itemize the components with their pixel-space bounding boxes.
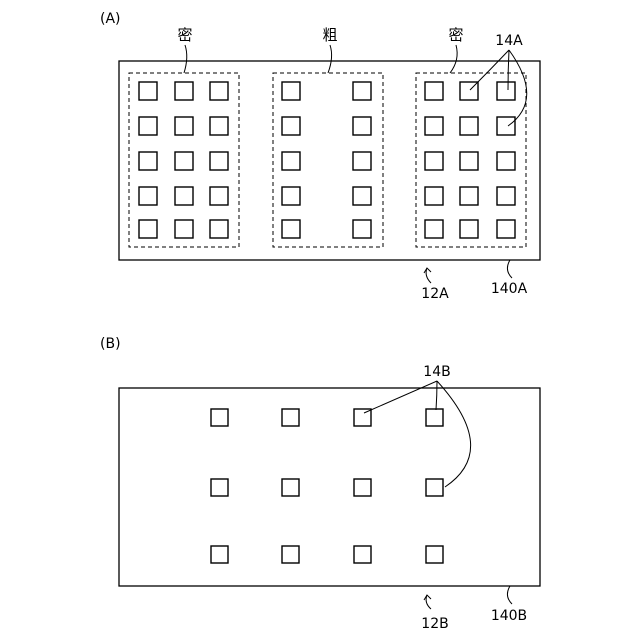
chip-a bbox=[175, 117, 193, 135]
chip-a bbox=[425, 187, 443, 205]
chip-b bbox=[426, 479, 443, 496]
edge-ref-b: 140B bbox=[491, 608, 527, 624]
chip-a bbox=[282, 117, 300, 135]
leader-edge-a bbox=[507, 260, 512, 278]
chip-b bbox=[211, 409, 228, 426]
panel-b-tag: (B) bbox=[100, 336, 121, 352]
leader-chip-b-1 bbox=[364, 381, 437, 413]
density-label-dense-right: 密 bbox=[448, 26, 463, 44]
chip-a bbox=[353, 82, 371, 100]
chip-a bbox=[175, 82, 193, 100]
chip-a bbox=[139, 220, 157, 238]
substrate-ref-a: 12A bbox=[421, 286, 449, 302]
chip-a bbox=[460, 117, 478, 135]
chip-a bbox=[175, 220, 193, 238]
edge-ref-a: 140A bbox=[491, 281, 528, 297]
substrate-b bbox=[119, 388, 540, 586]
chip-a bbox=[497, 220, 515, 238]
panel-a-tag: (A) bbox=[100, 11, 121, 27]
chip-b bbox=[426, 409, 443, 426]
chip-a bbox=[425, 220, 443, 238]
chip-a bbox=[210, 152, 228, 170]
arrowhead-substrate-b bbox=[424, 595, 431, 600]
chip-b bbox=[282, 479, 299, 496]
chip-a bbox=[210, 220, 228, 238]
chip-array-a bbox=[139, 82, 515, 238]
chip-a bbox=[460, 187, 478, 205]
chip-array-b bbox=[211, 409, 443, 563]
leader-dense-left bbox=[184, 45, 187, 73]
chip-a bbox=[497, 187, 515, 205]
chip-a bbox=[425, 152, 443, 170]
chip-a bbox=[139, 117, 157, 135]
panel-b: (B) 14B 12B 140B bbox=[100, 336, 540, 632]
chip-a bbox=[175, 152, 193, 170]
chip-b bbox=[354, 546, 371, 563]
chip-ref-a: 14A bbox=[495, 33, 523, 49]
leader-chip-b-2 bbox=[436, 381, 437, 410]
leader-sparse bbox=[328, 45, 332, 73]
chip-a bbox=[353, 152, 371, 170]
chip-ref-b: 14B bbox=[423, 364, 450, 380]
chip-a bbox=[425, 82, 443, 100]
density-label-dense-left: 密 bbox=[177, 26, 192, 44]
chip-b bbox=[426, 546, 443, 563]
chip-a bbox=[497, 152, 515, 170]
chip-a bbox=[497, 82, 515, 100]
chip-a bbox=[353, 117, 371, 135]
chip-b bbox=[211, 546, 228, 563]
leader-edge-b bbox=[507, 586, 512, 604]
chip-a bbox=[282, 220, 300, 238]
density-label-sparse: 粗 bbox=[322, 26, 337, 44]
chip-b bbox=[282, 546, 299, 563]
chip-a bbox=[282, 152, 300, 170]
panel-a: (A) 密 粗 密 14A 12A 140A bbox=[100, 11, 540, 302]
chip-a bbox=[497, 117, 515, 135]
chip-a bbox=[175, 187, 193, 205]
chip-b bbox=[282, 409, 299, 426]
chip-a bbox=[139, 152, 157, 170]
chip-a bbox=[139, 82, 157, 100]
chip-a bbox=[460, 220, 478, 238]
chip-a bbox=[460, 152, 478, 170]
chip-a bbox=[425, 117, 443, 135]
chip-a bbox=[353, 220, 371, 238]
chip-a bbox=[139, 187, 157, 205]
chip-a bbox=[210, 187, 228, 205]
chip-b bbox=[354, 479, 371, 496]
chip-a bbox=[282, 187, 300, 205]
arrowhead-substrate-a bbox=[424, 268, 431, 273]
chip-a bbox=[282, 82, 300, 100]
chip-a bbox=[353, 187, 371, 205]
chip-a bbox=[210, 82, 228, 100]
substrate-ref-b: 12B bbox=[421, 616, 448, 632]
leader-chip-b-3 bbox=[437, 381, 471, 487]
leader-dense-right bbox=[450, 45, 457, 73]
chip-b bbox=[211, 479, 228, 496]
chip-a bbox=[210, 117, 228, 135]
